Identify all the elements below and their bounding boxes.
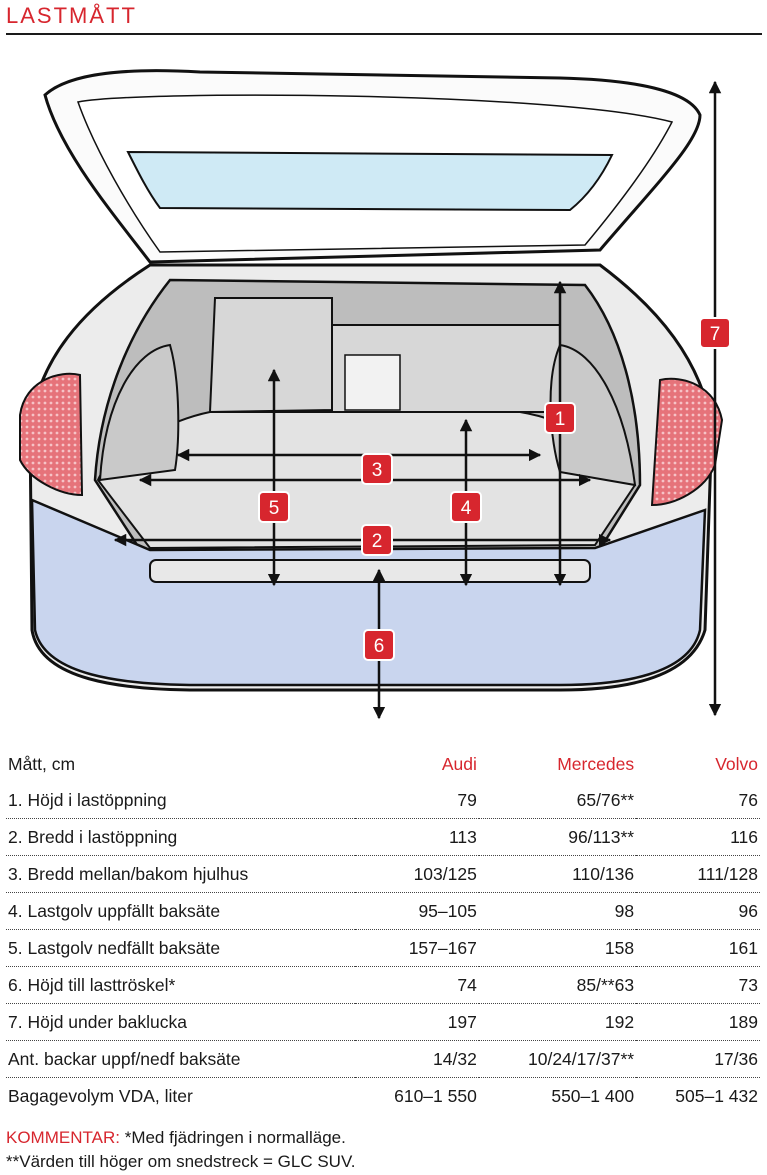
row-label: Ant. backar uppf/nedf baksäte: [6, 1040, 355, 1078]
seat-tag: [344, 354, 401, 411]
cell-volvo: 73: [636, 966, 760, 1004]
page-title: LASTMÅTT: [6, 3, 137, 28]
badge-2: 2: [361, 524, 393, 556]
dimensions-table: Mått, cm Audi Mercedes Volvo 1. Höjd i l…: [6, 746, 760, 1114]
cell-volvo: 17/36: [636, 1040, 760, 1078]
cell-audi: 157–167: [354, 929, 479, 967]
table-row: 4. Lastgolv uppfällt baksäte 95–105 98 9…: [6, 892, 760, 930]
cell-mercedes: 85/**63: [478, 966, 637, 1004]
badge-6: 6: [363, 629, 395, 661]
svg-text:6: 6: [374, 636, 385, 657]
cell-mercedes: 96/113**: [478, 818, 637, 856]
cell-audi: 14/32: [354, 1040, 479, 1078]
header-mercedes: Mercedes: [557, 753, 635, 774]
comment-line-1: KOMMENTAR: *Med fjädringen i normalläge.: [6, 1126, 355, 1150]
cell-mercedes: 550–1 400: [551, 1085, 635, 1106]
table-row: Ant. backar uppf/nedf baksäte 14/32 10/2…: [6, 1040, 760, 1078]
row-label: 5. Lastgolv nedfällt baksäte: [6, 929, 355, 967]
cell-mercedes: 98: [478, 892, 637, 930]
badge-4: 4: [450, 491, 482, 523]
row-label: 1. Höjd i lastöppning: [6, 782, 355, 819]
cell-volvo: 111/128: [636, 855, 760, 893]
table-row: 5. Lastgolv nedfällt baksäte 157–167 158…: [6, 929, 760, 967]
cell-audi: 197: [354, 1003, 479, 1041]
car-trunk-illustration: 1 2 3 4 5 6 7: [19, 69, 731, 720]
header-audi: Audi: [441, 753, 477, 774]
row-label: 6. Höjd till lasttröskel*: [6, 966, 355, 1004]
comment-block: KOMMENTAR: *Med fjädringen i normalläge.…: [6, 1126, 355, 1174]
rear-bumper: [30, 498, 707, 687]
wheel-housing-left: [98, 343, 180, 482]
tail-light-left: [19, 372, 84, 497]
comment-label: KOMMENTAR:: [6, 1128, 120, 1147]
cell-volvo: 161: [636, 929, 760, 967]
svg-text:1: 1: [555, 409, 566, 430]
cell-mercedes: 10/24/17/37**: [478, 1040, 637, 1078]
cell-volvo: 505–1 432: [675, 1085, 758, 1106]
cell-mercedes: 110/136: [478, 855, 637, 893]
seat-left: [208, 297, 333, 414]
header-metric: Mått, cm: [8, 753, 76, 774]
table-row: 7. Höjd under baklucka 197 192 189: [6, 1003, 760, 1041]
badge-7: 7: [699, 317, 731, 349]
cell-mercedes: 158: [478, 929, 637, 967]
svg-text:4: 4: [461, 498, 472, 519]
table-row: 1. Höjd i lastöppning 79 65/76** 76: [6, 782, 760, 819]
cell-audi: 74: [354, 966, 479, 1004]
cell-volvo: 189: [636, 1003, 760, 1041]
cell-volvo: 76: [636, 782, 760, 819]
comment-text-1: *Med fjädringen i normalläge.: [124, 1128, 346, 1147]
row-label: Bagagevolym VDA, liter: [8, 1085, 193, 1106]
cell-volvo: 116: [636, 818, 760, 856]
row-label: 7. Höjd under baklucka: [6, 1003, 355, 1041]
table-row: 3. Bredd mellan/bakom hjulhus 103/125 11…: [6, 855, 760, 893]
cell-audi: 95–105: [354, 892, 479, 930]
header-volvo: Volvo: [715, 753, 758, 774]
table-header-row: Mått, cm Audi Mercedes Volvo: [6, 746, 760, 782]
svg-text:5: 5: [269, 498, 280, 519]
svg-text:7: 7: [710, 324, 721, 345]
row-label: 4. Lastgolv uppfällt baksäte: [6, 892, 355, 930]
rear-window: [126, 150, 614, 212]
title-rule: [6, 33, 762, 35]
row-label: 2. Bredd i lastöppning: [6, 818, 355, 856]
svg-text:2: 2: [372, 531, 383, 552]
badge-5: 5: [258, 491, 290, 523]
badge-3: 3: [361, 453, 393, 485]
badge-1: 1: [544, 402, 576, 434]
comment-text-2: **Värden till höger om snedstreck = GLC …: [6, 1152, 356, 1171]
tail-light-right: [650, 377, 724, 507]
svg-text:3: 3: [372, 460, 383, 481]
table-row: 2. Bredd i lastöppning 113 96/113** 116: [6, 818, 760, 856]
cell-audi: 103/125: [354, 855, 479, 893]
cell-mercedes: 65/76**: [478, 782, 637, 819]
cell-mercedes: 192: [478, 1003, 637, 1041]
row-label: 3. Bredd mellan/bakom hjulhus: [6, 855, 355, 893]
table-row: Bagagevolym VDA, liter 610–1 550 550–1 4…: [6, 1078, 760, 1115]
cell-volvo: 96: [636, 892, 760, 930]
cell-audi: 79: [354, 782, 479, 819]
cell-audi: 610–1 550: [394, 1085, 477, 1106]
cell-audi: 113: [354, 818, 479, 856]
load-sill: [149, 559, 591, 583]
table-row: 6. Höjd till lasttröskel* 74 85/**63 73: [6, 966, 760, 1004]
